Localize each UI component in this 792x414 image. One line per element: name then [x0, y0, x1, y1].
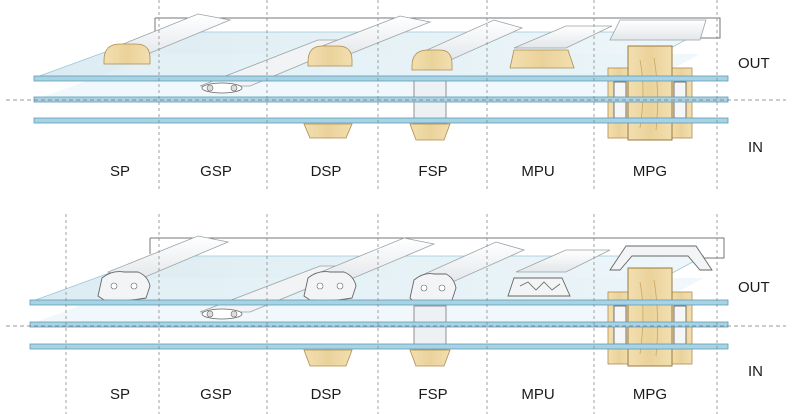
column-label-mpg: MPG: [633, 163, 667, 180]
column-label-mpg: MPG: [633, 386, 667, 403]
column-label-gsp: GSP: [200, 386, 232, 403]
glazing-bar-sp: [103, 13, 232, 65]
frame-outline: [155, 17, 721, 39]
column-label-dsp: DSP: [311, 386, 342, 403]
glazing-bar-sp: [97, 235, 230, 302]
glazing-bar-mpu: [507, 249, 611, 297]
panel-bottom: SP GSP DSP FSP MPU MPG OUT IN: [6, 214, 786, 414]
glass-sheet-inner: [29, 343, 729, 350]
column-label-mpu: MPU: [521, 163, 554, 180]
panel-top: SP GSP DSP FSP MPU MPG OUT IN: [6, 0, 786, 190]
glazing-bar-fsp: [409, 241, 526, 367]
side-label-out: OUT: [738, 279, 770, 296]
glass-sheet-inner: [33, 117, 729, 124]
column-label-sp: SP: [110, 163, 130, 180]
glazing-bar-mpu: [509, 25, 613, 69]
side-label-in: IN: [748, 363, 763, 380]
glazing-bar-dsp: [303, 15, 432, 139]
frame-outline: [150, 237, 725, 259]
glass-sheet-middle: [29, 321, 729, 328]
column-label-fsp: FSP: [418, 163, 447, 180]
glazing-bar-dsp: [303, 237, 436, 367]
column-label-mpu: MPU: [521, 386, 554, 403]
column-label-dsp: DSP: [311, 163, 342, 180]
side-label-in: IN: [748, 139, 763, 156]
column-label-sp: SP: [110, 386, 130, 403]
column-separators: [158, 0, 718, 190]
column-label-gsp: GSP: [200, 163, 232, 180]
glass-sheet-outer: [33, 75, 729, 82]
column-label-fsp: FSP: [418, 386, 447, 403]
glass-sheet-outer: [29, 299, 729, 306]
side-label-out: OUT: [738, 55, 770, 72]
glass-sheet-middle: [33, 96, 729, 103]
